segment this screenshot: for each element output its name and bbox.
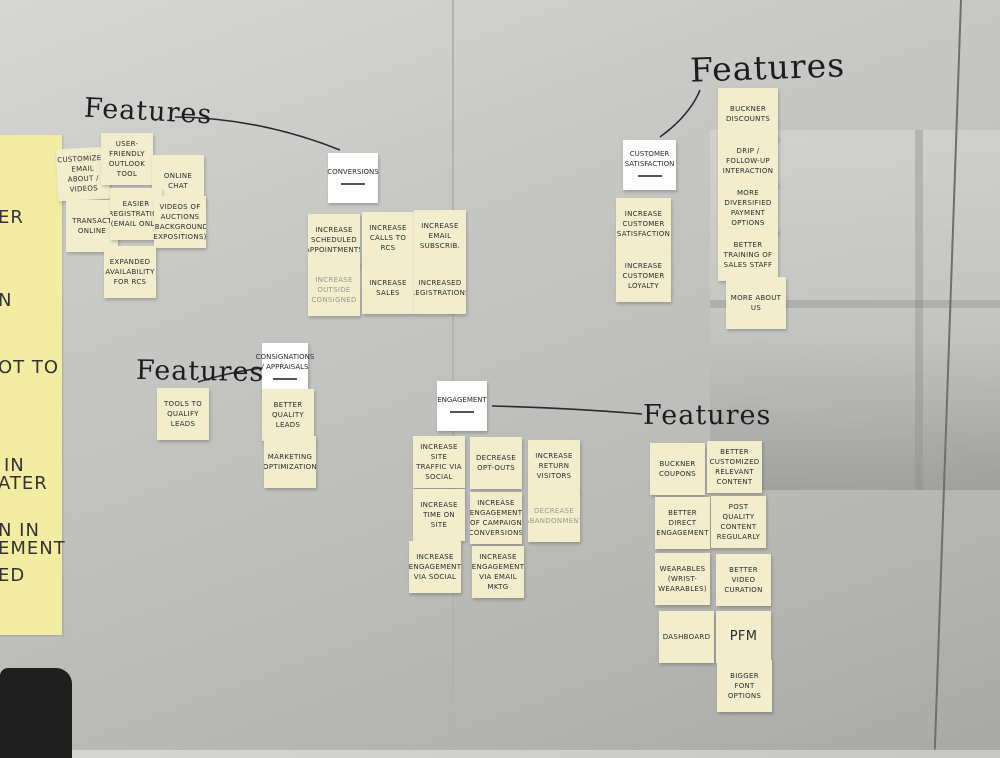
sticky-note: Increase Customer Satisfaction	[616, 198, 671, 250]
sticky-note: Increase Return Visitors	[528, 440, 580, 492]
sticky-note: Buckner Coupons	[650, 443, 705, 495]
connector-line	[659, 89, 701, 138]
sticky-note: Increase Site Traffic via Social	[413, 436, 465, 488]
category-card-consignations: Consignations / Appraisals	[256, 343, 314, 393]
sticky-note: Transact Online	[66, 200, 118, 252]
sticky-note: Bigger Font Options	[717, 660, 772, 712]
sticky-note: Increase Outside Consigned	[308, 264, 360, 316]
sticky-note: Increase Engagement of Campaign Conversi…	[470, 492, 522, 544]
sticky-note: User-Friendly Outlook Tool	[101, 133, 153, 185]
features-heading: Features	[83, 92, 214, 131]
sticky-note: Better Direct Engagement	[655, 497, 710, 549]
sticky-note: More About Us	[726, 277, 786, 329]
sheet-text: IN	[4, 455, 25, 476]
sticky-note: Increase Sales	[362, 262, 414, 314]
category-card-engagement: Engagement	[437, 381, 487, 431]
sticky-note: Drip / Follow-up Interaction	[718, 135, 778, 187]
category-card-conversions: Conversions	[327, 153, 379, 203]
features-heading: Features	[135, 354, 265, 389]
connector-line	[491, 405, 643, 415]
sticky-note: Videos of Auctions (Background expositio…	[154, 196, 206, 248]
sticky-note: Increase Email Subscrib.	[414, 210, 466, 262]
features-heading: Features	[689, 45, 846, 90]
sticky-note: Better Training of Sales Staff	[718, 229, 778, 281]
sticky-note: Increase Engagement via Social	[409, 541, 461, 593]
window-frame	[915, 130, 923, 490]
card-label: Customer Satisfaction	[624, 150, 675, 168]
sheet-text: ATER	[0, 473, 48, 494]
sticky-note: Decrease Abandonment	[528, 490, 580, 542]
connector-line	[197, 367, 263, 383]
card-label: Engagement	[437, 396, 487, 404]
sticky-note: Increase Engagement via Email Mktg	[472, 546, 524, 598]
sticky-note: Decrease Opt-Outs	[470, 437, 522, 489]
sticky-note: Better Customized Relevant Content	[707, 441, 762, 493]
sticky-note: Increase Time on Site	[413, 489, 465, 541]
sticky-note: Increase Scheduled Appointments	[308, 214, 360, 266]
sheet-text: N	[0, 290, 13, 311]
board-seam	[452, 0, 454, 750]
sticky-note: Wearables (Wrist-Wearables)	[655, 553, 710, 605]
sticky-note: Marketing Optimization	[264, 436, 316, 488]
card-label: Consignations / Appraisals	[255, 353, 315, 371]
office-chair	[0, 668, 72, 758]
sticky-note: Dashboard	[659, 611, 714, 663]
sticky-note: PFM	[716, 611, 771, 663]
sticky-note: Tools to Qualify Leads	[157, 388, 209, 440]
sheet-text: ER	[0, 207, 24, 228]
sheet-text: OT TO	[0, 357, 60, 378]
card-label: Conversions	[327, 168, 379, 176]
sticky-note: Increase Customer Loyalty	[616, 250, 671, 302]
sheet-text: EMENT	[0, 538, 66, 559]
sticky-note: More Diversified Payment Options	[718, 182, 778, 234]
sticky-note: Increased Registrations	[414, 262, 466, 314]
sticky-note: Buckner Discounts	[718, 88, 778, 140]
window-frame	[710, 300, 1000, 308]
category-card-customer-satisfaction: Customer Satisfaction	[623, 140, 676, 190]
sticky-note: Expanded Availability for RCs	[104, 246, 156, 298]
sticky-note: Post Quality Content Regularly	[711, 496, 766, 548]
features-heading: Features	[643, 400, 772, 431]
sheet-text: ED	[0, 565, 26, 586]
sheet-text: N IN	[0, 520, 40, 541]
sticky-note: Better Quality Leads	[262, 389, 314, 441]
sticky-note: Increase Calls to RCs	[362, 212, 414, 264]
connector-line	[174, 116, 341, 151]
yellow-paper-sheet: ER N OT TO IN ATER N IN EMENT ED	[0, 135, 65, 635]
sticky-note: Easier Registration (Email only)	[110, 188, 162, 240]
sticky-note: Better Video Curation	[716, 554, 771, 606]
